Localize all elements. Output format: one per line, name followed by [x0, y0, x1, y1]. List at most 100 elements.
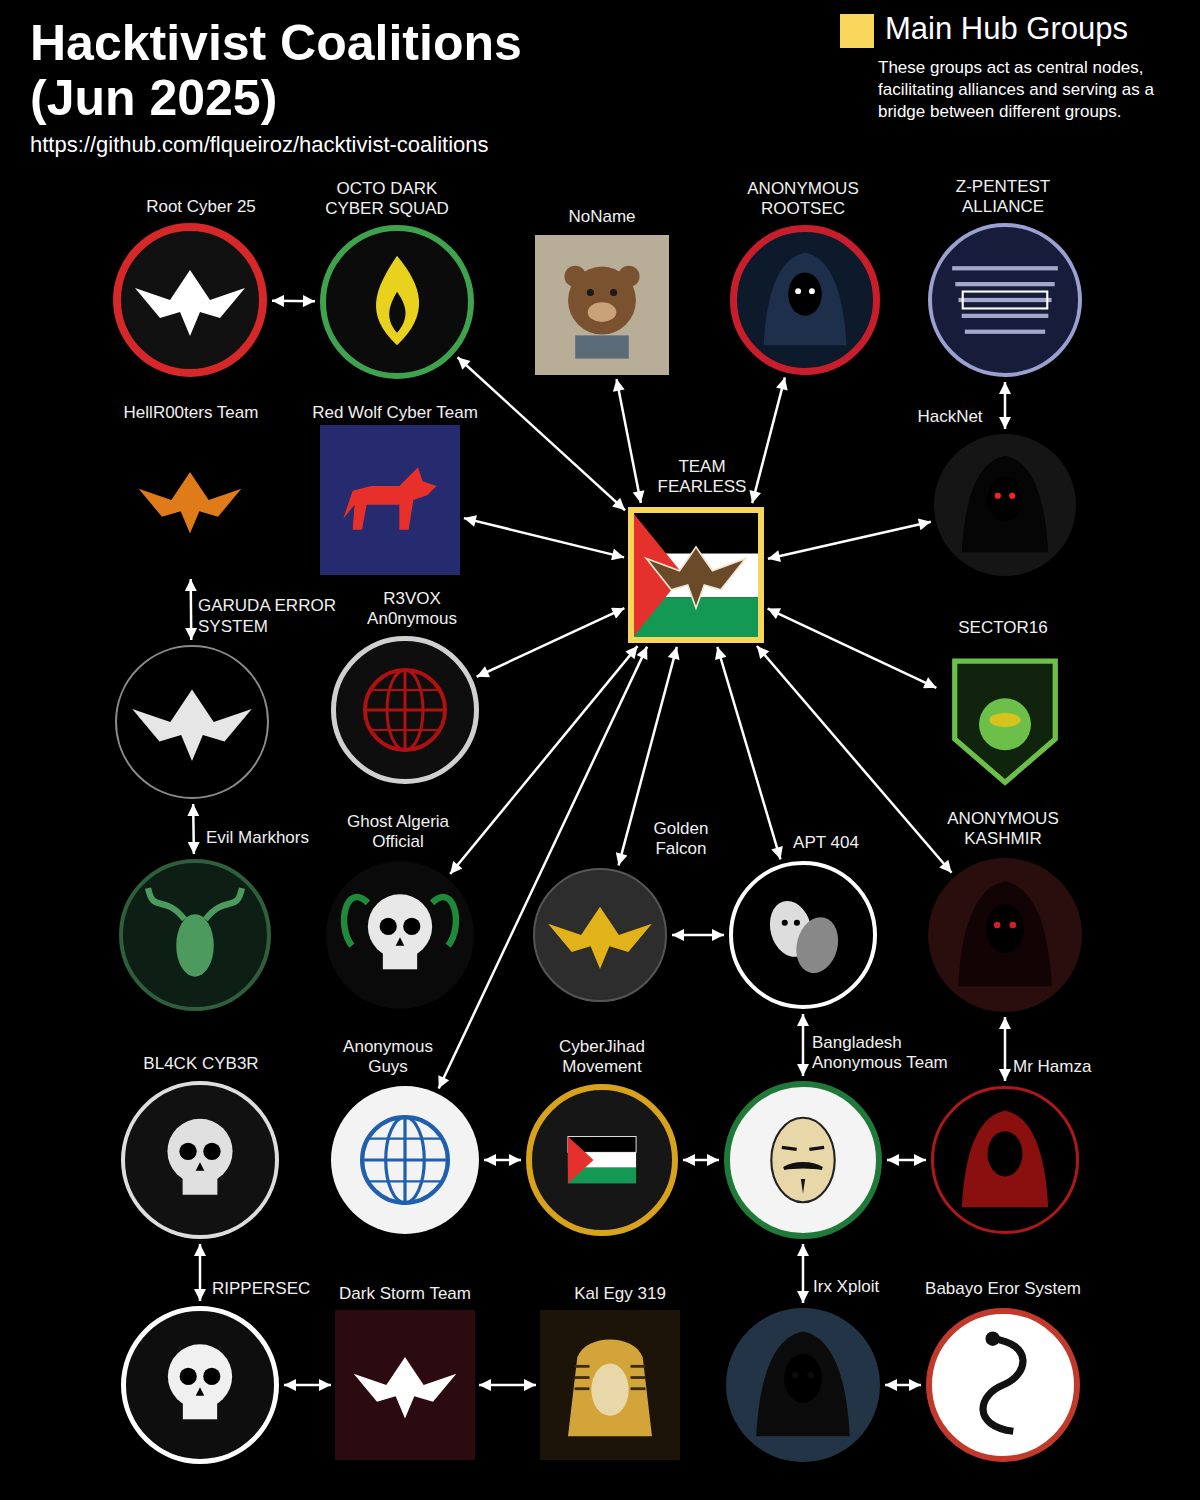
group-name: Bangladesh Anonymous Team	[812, 1033, 962, 1074]
group-node: GARUDA ERROR SYSTEM	[114, 644, 270, 800]
group-name: NoName	[542, 207, 662, 228]
group-node: Evil Markhors	[118, 858, 272, 1012]
group-logo	[723, 1080, 883, 1240]
group-logo	[925, 1307, 1081, 1463]
group-node: Mr Hamza	[930, 1085, 1080, 1235]
group-node: Irx Xploit	[725, 1307, 881, 1463]
alliance-arrow	[802, 1014, 805, 1076]
group-name: ANONYMOUS KASHMIR	[943, 809, 1063, 850]
alliance-arrow	[887, 1159, 926, 1162]
group-node: BL4CK CYB3R	[120, 1080, 280, 1240]
hub-group-node: TEAM FEARLESS	[628, 507, 764, 643]
group-logo	[540, 1310, 680, 1460]
group-logo	[729, 224, 881, 376]
group-name: TEAM FEARLESS	[647, 457, 757, 498]
group-node: ANONYMOUS ROOTSEC	[729, 224, 881, 376]
group-node: Root Cyber 25	[112, 222, 268, 378]
group-logo	[525, 1083, 679, 1237]
group-logo	[927, 857, 1083, 1013]
group-name: Z-PENTEST ALLIANCE	[938, 177, 1068, 218]
alliance-arrow	[802, 1244, 805, 1303]
group-logo	[330, 635, 480, 785]
group-node: ANONYMOUS KASHMIR	[927, 857, 1083, 1013]
group-logo	[933, 433, 1077, 577]
group-name: HackNet	[905, 407, 995, 428]
group-name: Anonymous Guys	[338, 1037, 438, 1078]
alliance-arrow	[768, 609, 937, 688]
group-name: R3VOX An0nymous	[357, 589, 467, 630]
group-logo	[335, 1310, 475, 1460]
alliance-arrow	[672, 934, 724, 937]
group-name: Kal Egy 319	[555, 1284, 685, 1305]
alliance-arrow	[885, 1384, 921, 1387]
group-node: OCTO DARK CYBER SQUAD	[319, 224, 475, 380]
group-logo	[319, 224, 475, 380]
alliance-arrow	[1004, 1017, 1007, 1081]
group-node: Z-PENTEST ALLIANCE	[927, 222, 1083, 378]
alliance-arrow	[477, 608, 625, 677]
group-node: HellR00ters Team	[120, 425, 260, 575]
group-logo	[325, 860, 475, 1010]
group-logo	[927, 222, 1083, 378]
group-name: BL4CK CYB3R	[131, 1054, 271, 1075]
group-name: Red Wolf Cyber Team	[295, 403, 495, 424]
group-logo	[120, 1305, 280, 1465]
alliance-arrow	[464, 518, 624, 557]
alliance-arrow	[189, 579, 192, 640]
alliance-arrow	[479, 1384, 536, 1387]
group-name: Root Cyber 25	[121, 197, 281, 218]
group-node: CyberJihad Movement	[525, 1083, 679, 1237]
group-logo	[634, 513, 758, 637]
group-node: Golden Falcon	[532, 867, 668, 1003]
group-node: Bangladesh Anonymous Team	[723, 1080, 883, 1240]
group-logo	[728, 860, 878, 1010]
group-name: Mr Hamza	[1013, 1057, 1113, 1078]
group-node: R3VOX An0nymous	[330, 635, 480, 785]
group-logo	[120, 425, 260, 575]
group-name: Evil Markhors	[206, 828, 336, 849]
group-node: Ghost Algeria Official	[325, 860, 475, 1010]
group-name: HellR00ters Team	[101, 403, 281, 424]
alliance-arrow	[757, 646, 952, 873]
group-name: Golden Falcon	[641, 819, 721, 860]
group-node: Babayo Eror System	[925, 1307, 1081, 1463]
group-node: SECTOR16	[940, 645, 1070, 795]
group-name: GARUDA ERROR SYSTEM	[198, 596, 348, 637]
alliance-arrow	[484, 1159, 521, 1162]
group-logo	[940, 645, 1070, 795]
legend-note: These groups act as central nodes, facil…	[878, 57, 1190, 122]
group-node: RIPPERSEC	[120, 1305, 280, 1465]
group-logo	[330, 1085, 480, 1235]
group-logo	[320, 425, 460, 575]
group-node: APT 404	[728, 860, 878, 1010]
source-url: https://github.com/flqueiroz/hacktivist-…	[30, 132, 670, 158]
alliance-arrow	[284, 1384, 331, 1387]
group-node: Kal Egy 319	[540, 1310, 680, 1460]
group-name: SECTOR16	[943, 618, 1063, 639]
group-name: CyberJihad Movement	[547, 1037, 657, 1078]
alliance-arrow	[617, 379, 641, 503]
group-logo	[535, 235, 669, 375]
group-logo	[725, 1307, 881, 1463]
alliance-arrow	[717, 647, 780, 859]
group-name: Irx Xploit	[813, 1277, 923, 1298]
group-logo	[114, 644, 270, 800]
alliance-arrow	[272, 300, 315, 303]
legend-swatch	[840, 14, 874, 48]
alliance-arrow	[683, 1159, 719, 1162]
group-name: APT 404	[781, 833, 871, 854]
alliance-arrow	[192, 804, 195, 854]
group-node: HackNet	[933, 433, 1077, 577]
diagram-title: Hacktivist Coalitions (Jun 2025)	[30, 16, 590, 126]
alliance-arrow	[768, 522, 931, 559]
group-logo	[930, 1085, 1080, 1235]
group-logo	[532, 867, 668, 1003]
alliance-arrow	[450, 646, 637, 874]
group-name: OCTO DARK CYBER SQUAD	[317, 179, 457, 220]
group-node: NoName	[535, 235, 669, 375]
alliance-arrow	[752, 377, 785, 503]
group-logo	[118, 858, 272, 1012]
group-name: Ghost Algeria Official	[333, 812, 463, 853]
group-node: Anonymous Guys	[330, 1085, 480, 1235]
group-name: Babayo Eror System	[913, 1279, 1093, 1300]
